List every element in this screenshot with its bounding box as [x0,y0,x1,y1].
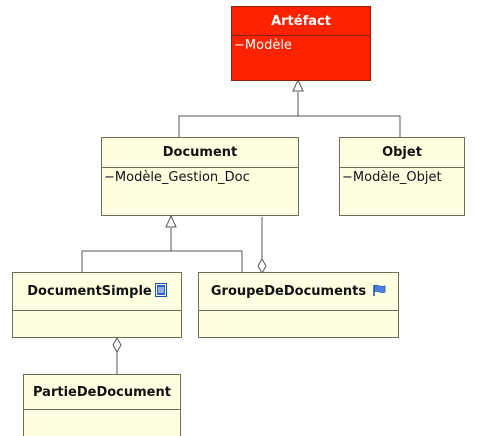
flag-icon [372,284,386,300]
inheritance-line-objet [298,115,401,137]
class-document-simple-name: DocumentSimple [27,284,152,299]
class-objet-name: Objet [340,138,464,168]
inheritance-arrowhead-document [165,214,177,228]
inheritance-line-document-simple [81,228,172,272]
class-artefact-name: Artéfact [232,7,370,36]
class-objet-attribute: −Modèle_Objet [342,170,442,185]
inheritance-arrowhead-artefact [292,78,304,92]
document-icon [154,282,167,301]
class-groupe-de-documents-name: GroupeDeDocuments [210,284,367,299]
inheritance-line-groupe [171,250,243,272]
class-document-name: Document [102,138,298,168]
inheritance-line-document [178,92,299,137]
class-objet[interactable]: Objet −Modèle_Objet [339,137,465,216]
class-document-simple[interactable]: DocumentSimple [12,272,182,338]
class-groupe-header: GroupeDeDocuments [199,273,398,311]
class-partie-de-document-name: PartieDeDocument [24,375,180,410]
class-partie-de-document[interactable]: PartieDeDocument [23,374,181,436]
class-artefact[interactable]: Artéfact −Modèle [231,6,371,81]
class-document-simple-header: DocumentSimple [13,273,181,311]
class-document[interactable]: Document −Modèle_Gestion_Doc [101,137,299,216]
class-groupe-de-documents[interactable]: GroupeDeDocuments [198,272,399,338]
class-artefact-attribute: −Modèle [234,38,292,53]
aggregation-diamond-groupe [257,257,267,275]
aggregation-diamond-partie [112,336,122,354]
class-document-attribute: −Modèle_Gestion_Doc [104,170,250,185]
